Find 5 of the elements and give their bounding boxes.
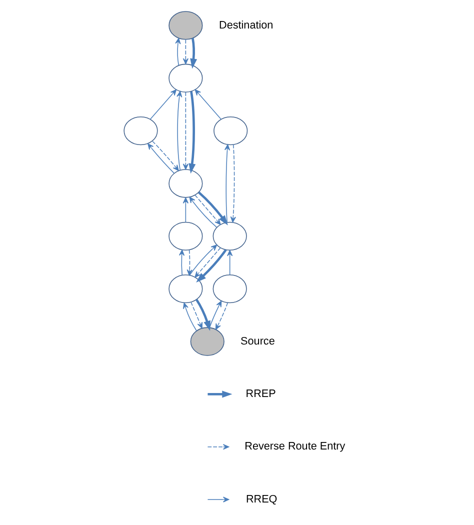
legend-label: RREP: [246, 388, 276, 400]
legend-label: RREQ: [246, 493, 278, 506]
node-label: Source: [240, 335, 275, 348]
node-label: Destination: [219, 19, 274, 32]
legend-label: Reverse Route Entry: [244, 440, 346, 453]
